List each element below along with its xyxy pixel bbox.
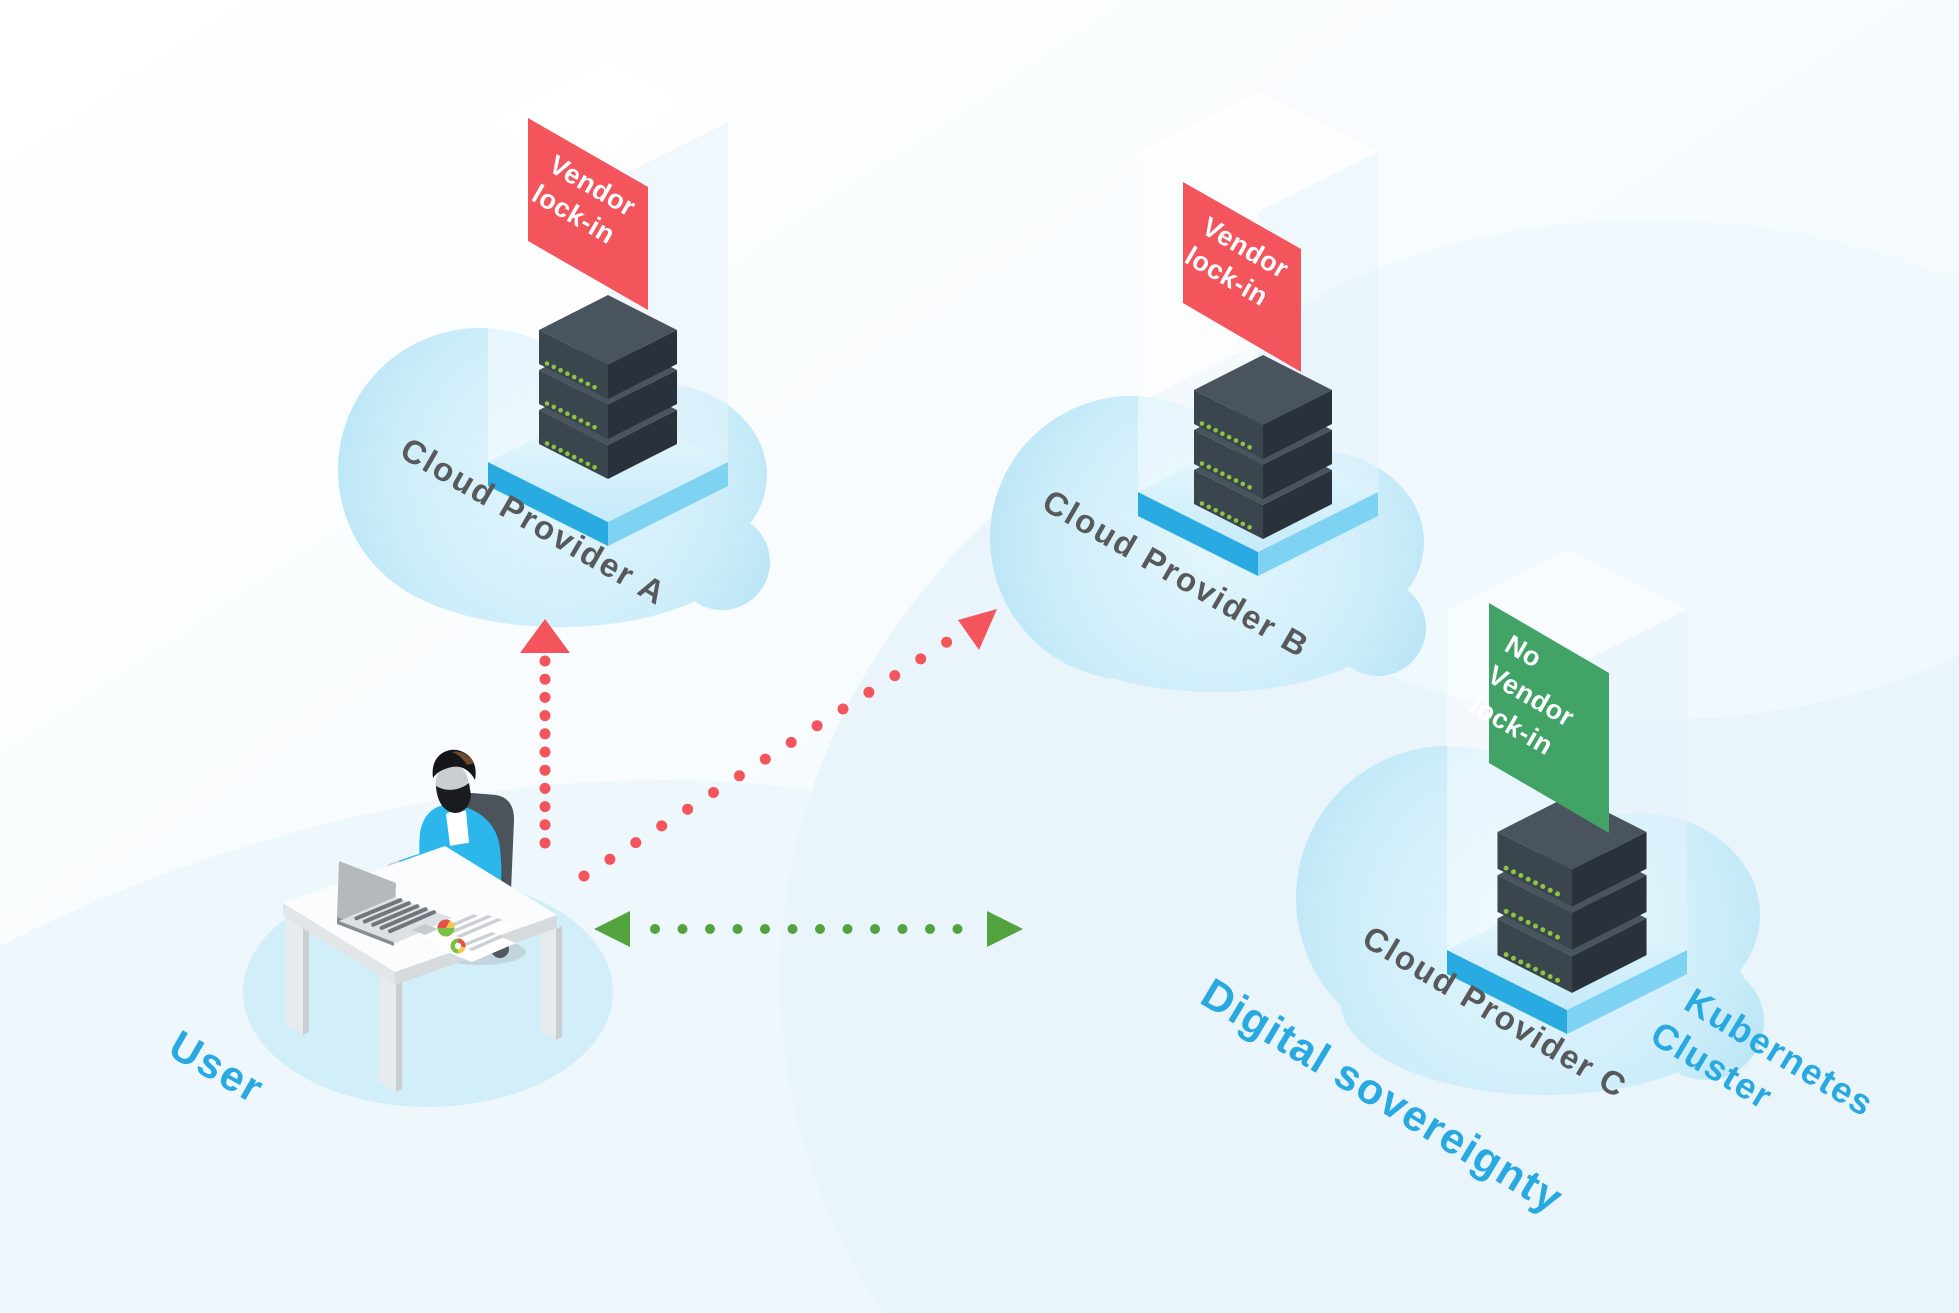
server-stack-icon (1497, 794, 1646, 993)
report-papers (424, 913, 516, 962)
cloud-provider-c-group: No Vendor lock-in Cloud Provider C (1296, 550, 1764, 1105)
arrowhead-right-icon (987, 911, 1023, 947)
cloud-provider-b-group: Vendor lock-in Cloud Provider B (990, 92, 1426, 692)
laptop (337, 861, 452, 946)
arrowhead-diagonal-icon (958, 609, 997, 650)
arrow-user-to-provider-b (578, 609, 997, 882)
arrowhead-left-icon (594, 911, 630, 947)
server-stack-icon (1194, 355, 1332, 539)
vendor-lockin-flag-b (1183, 182, 1301, 372)
arrowhead-up-icon (520, 619, 570, 653)
arrow-user-provider-c-bidirectional (594, 911, 1023, 947)
trackpad (412, 924, 438, 935)
user-group: User (162, 749, 613, 1112)
keyboard-keys (354, 898, 436, 934)
pie-chart-icon (437, 919, 455, 937)
no-vendor-lockin-flag-c (1489, 603, 1609, 833)
vendor-lockin-flag-a (528, 118, 648, 310)
cloud-provider-a-group: Vendor lock-in Cloud Provider A (338, 62, 770, 627)
arrow-user-to-provider-a (520, 619, 570, 849)
donut-chart-icon (450, 938, 466, 954)
server-stack-icon (539, 295, 677, 479)
